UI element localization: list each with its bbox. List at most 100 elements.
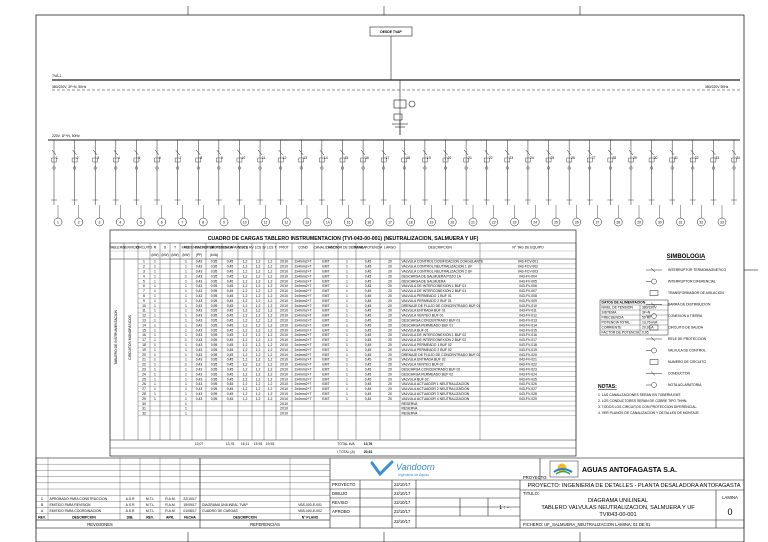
callout-number: 25 [554, 221, 558, 225]
circuit-callout: 18 [406, 205, 415, 227]
table-cell: 1,2 [256, 319, 261, 323]
table-cell: 0,43 [196, 314, 203, 318]
table-cell: 1 [154, 289, 156, 293]
reference-header: DESCRIPCION [233, 515, 257, 519]
row-description: VALVULA ACTUADOR 2 NEUTRALIZACION [402, 387, 470, 391]
table-cell: 0,95 [211, 358, 218, 362]
table-cell: 0,43 [196, 368, 203, 372]
table-cell: 1,2 [268, 309, 273, 313]
branch-circuit: 6 [154, 140, 161, 205]
legend-label: BARRA DE DISTRIBUCION [668, 303, 711, 307]
table-cell: 1,2 [256, 333, 261, 337]
row-description: VALVULA ACTUADOR 4 NEUTRALIZACION [402, 397, 470, 401]
row-description: VALVULA ACTUADOR 1 NEUTRALIZACION [402, 382, 470, 386]
table-cell: 1,2 [268, 284, 273, 288]
table-cell: 0,95 [211, 363, 218, 367]
table-cell: 0,45 [227, 260, 234, 264]
branch-number: 7 [180, 156, 182, 160]
table-header: T [174, 246, 176, 250]
title-label: TITULO: [523, 491, 539, 496]
sheet-label: LAMINA [722, 495, 738, 500]
circuit-callout: 9 [219, 205, 229, 227]
table-cell: 1 [154, 387, 156, 391]
table-cell: 20 [388, 377, 392, 381]
table-cell: 1 [346, 372, 348, 376]
branch-circuit: 1 [51, 140, 58, 205]
table-cell: EMT [322, 358, 329, 362]
row-tag: 043-FV-018 [519, 343, 537, 347]
table-cell: 2X10 [280, 372, 288, 376]
table-cell: 1 [346, 333, 348, 337]
table-cell: 1,2 [243, 353, 248, 357]
table-cell: 26 [142, 382, 146, 386]
table-cell: EMT [322, 377, 329, 381]
table-cell: 1,2 [268, 343, 273, 347]
row-tag: 043-FCV-002 [518, 265, 538, 269]
legend-item: CONDUCTOR [646, 371, 691, 376]
table-cell: 2X10 [280, 294, 288, 298]
table-cell: 1 [346, 270, 348, 274]
row-description: VALVULA ENTRADA BUF 01 [402, 309, 446, 313]
table-cell: 0,45 [227, 294, 234, 298]
row-tag: 043-FV-027 [519, 387, 537, 391]
table-cell: EMT [322, 363, 329, 367]
table-cell: 1,2 [256, 309, 261, 313]
circuit-callout: 6 [157, 205, 166, 227]
revision-cell: EMITIDO PARA COORDINACION [50, 509, 102, 513]
table-cell: 1,2 [268, 397, 273, 401]
callout-number: 5 [140, 221, 142, 225]
table-cell: 0,95 [211, 309, 218, 313]
branch-circuit: 20 [442, 140, 451, 205]
table-cell: 0,43 [196, 323, 203, 327]
approved-label: APROBO [332, 509, 351, 514]
circuit-callout: 28 [614, 205, 623, 227]
table-cell: 1 [346, 392, 348, 396]
branch-circuit: 7 [174, 140, 182, 205]
table-cell: 0,45 [227, 377, 234, 381]
table-cell: 4 [143, 274, 145, 278]
table-cell: 8 [143, 294, 145, 298]
table-cell: 0,43 [196, 353, 203, 357]
table-cell: 1 [346, 289, 348, 293]
table-cell: 0,95 [211, 304, 218, 308]
table-cell: 10 [142, 304, 146, 308]
callout-number: 31 [679, 221, 683, 225]
circuit-callout: 10 [240, 205, 249, 227]
row-description: VALVULA BUF 01 [402, 328, 429, 332]
table-cell: 2X10 [280, 270, 288, 274]
table-header: POTENCIA APARENTE [212, 246, 249, 250]
table-header: V LCS S [251, 246, 265, 250]
table-cell: 1,2 [243, 309, 248, 313]
table-cell: 1 [154, 328, 156, 332]
table-cell: 1 [154, 353, 156, 357]
revision-cell: A.S.R [126, 503, 135, 507]
branch-circuit: 5 [133, 140, 140, 205]
table-cell: 1 [143, 260, 145, 264]
table-cell: 0,45 [227, 304, 234, 308]
table-cell: 0,45 [227, 397, 234, 401]
table-cell: 1 [154, 338, 156, 342]
table-cell: 9 [143, 299, 145, 303]
table-cell: 0,45 [227, 368, 234, 372]
table-cell: 20 [388, 323, 392, 327]
table-cell: 1 [185, 279, 187, 283]
table-cell: 23 [142, 368, 146, 372]
row-description: VALVULA CONTROL NEUTRALIZACION 2 UF [402, 270, 473, 274]
table-cell: 25 [142, 377, 146, 381]
table-cell: 0,95 [211, 333, 218, 337]
table-cell: 0,95 [211, 348, 218, 352]
note-item: 1. LAS CANALIZACIONES SERAN EN TUBERIA E… [598, 393, 681, 397]
table-cell: EMT [322, 353, 329, 357]
row-description: VALVULA VENTEO BUF 02 [402, 363, 444, 367]
branch-number: 26 [571, 156, 575, 160]
row-description: DESCARGA CONCENTRADO BUF 02 [402, 368, 461, 372]
table-unit: (kW) [161, 253, 168, 257]
info-value: 3F+N [642, 311, 651, 315]
table-cell: 0,45 [365, 343, 372, 347]
table-cell: 0,43 [196, 289, 203, 293]
row-tag: 043-FV-026 [519, 382, 537, 386]
table-cell: 2x4mm2+T [294, 387, 311, 391]
table-cell: 1,2 [268, 377, 273, 381]
